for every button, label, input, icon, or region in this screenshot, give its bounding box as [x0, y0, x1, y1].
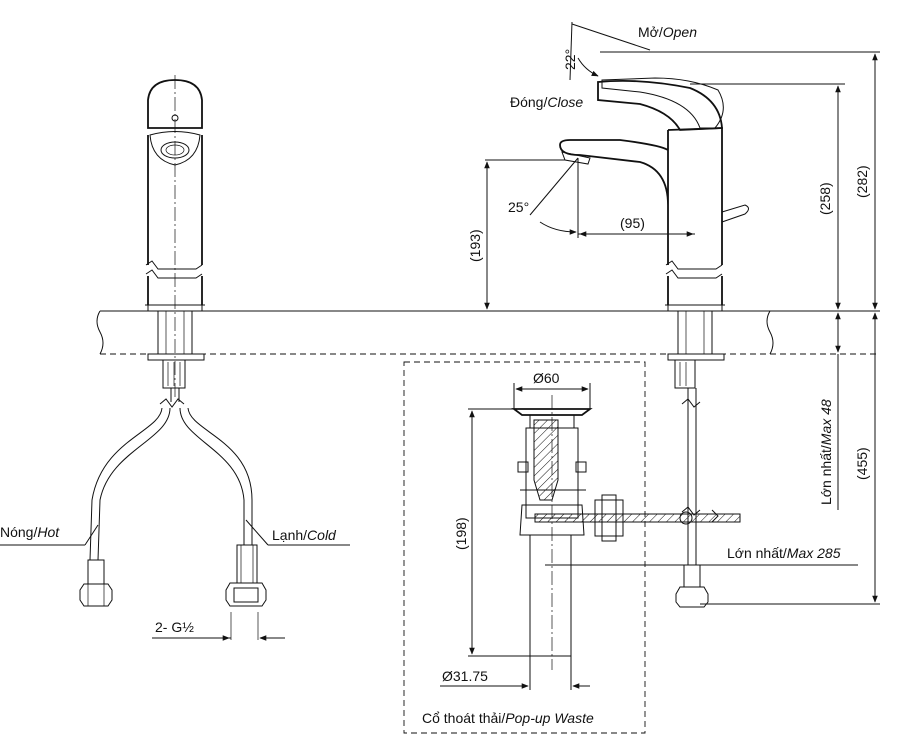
angle-close-label: 25°: [508, 199, 529, 215]
max-285-label: Lớn nhất/Max 285: [727, 545, 841, 561]
max-48-label: Lớn nhất/Max 48: [818, 399, 834, 505]
below-counter-dim: (455): [854, 447, 870, 480]
waste-pipe-dia-dim: Ø31.75: [442, 668, 488, 684]
hot-label: Nóng/Hot: [0, 524, 60, 540]
close-label: Đóng/Close: [510, 94, 583, 110]
height-282-dim: (282): [854, 165, 870, 198]
height-258-dim: (258): [817, 182, 833, 215]
open-label: Mở/Open: [638, 24, 697, 40]
waste-top-dia-dim: Ø60: [533, 370, 560, 386]
thread-size-label: 2- G½: [155, 619, 194, 635]
popup-waste-box: [403, 361, 646, 734]
angle-open-label: 22°: [562, 49, 578, 70]
countertop: [96, 310, 880, 355]
spout-height-dim: (193): [467, 229, 483, 262]
waste-length-dim: (198): [453, 517, 469, 550]
cold-label: Lạnh/Cold: [272, 527, 337, 543]
faucet-side-view: [559, 77, 749, 608]
reach-dim: (95): [620, 215, 645, 231]
popup-waste-label: Cổ thoát thải/Pop-up Waste: [422, 710, 594, 726]
supply-hoses: [79, 407, 267, 640]
popup-waste-drawing: [511, 395, 741, 670]
faucet-front-view: [145, 75, 205, 408]
